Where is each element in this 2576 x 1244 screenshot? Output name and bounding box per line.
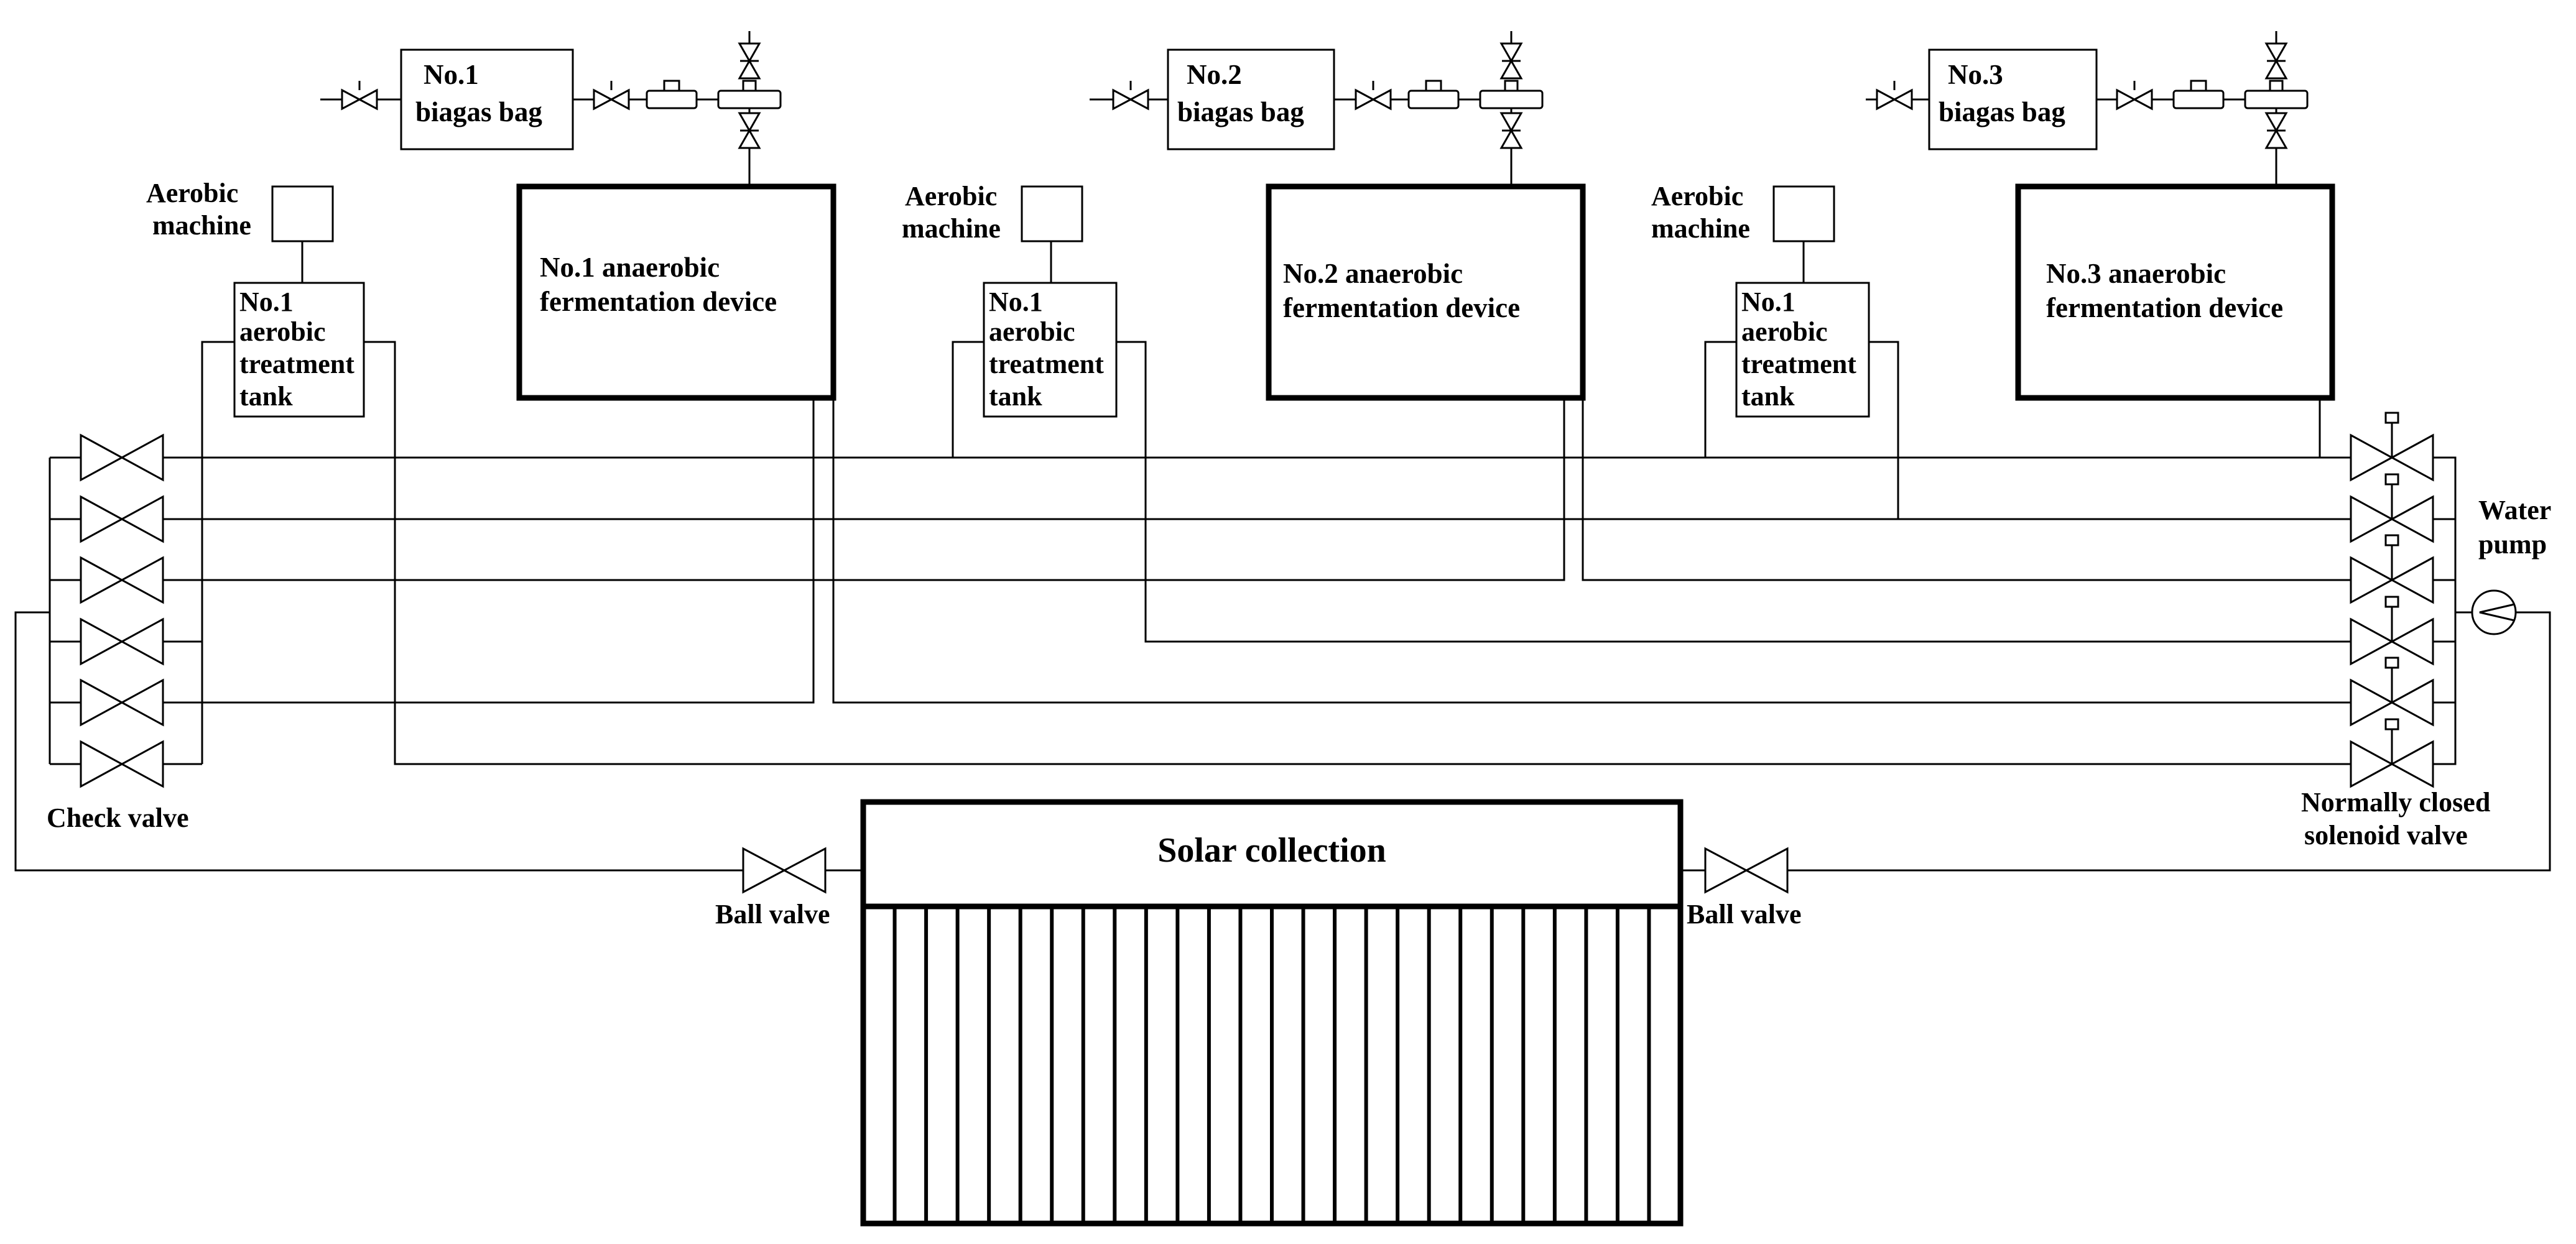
tee-fitting-icon: [1479, 90, 1544, 109]
aerobic-tank-2: [983, 282, 1118, 418]
check-valve-icon: [80, 617, 164, 666]
unit-1-gas-line: No.1 biagas bag: [320, 31, 782, 187]
vent-valve-icon: [1499, 112, 1523, 149]
water-pump: [1680, 589, 2551, 894]
ball-valve-left-label: Ball valve: [715, 899, 830, 929]
anaerobic-device-1: No.1 anaerobic fermentation device: [516, 183, 836, 401]
ball-valve-right-icon: [1704, 847, 1789, 894]
vent-valve-icon: [2264, 31, 2288, 80]
check-valve-manifold: [49, 433, 203, 788]
anaerobic-device-2: No.2 anaerobic fermentation device: [1266, 183, 1586, 401]
check-valve-icon: [80, 556, 164, 604]
aerobic-tank-1-l2: aerobic: [239, 316, 326, 347]
vent-valve-icon: [2264, 112, 2288, 149]
solenoid-valve-manifold: [2320, 412, 2472, 788]
solenoid-valve-icon: [2350, 412, 2434, 482]
solar-collector: Solar collection: [860, 799, 1684, 1227]
vent-valve-icon: [738, 31, 761, 80]
gas-valve-icon: [1355, 81, 1392, 111]
flowmeter-icon: [2172, 90, 2225, 109]
aerobic-tank-1: [233, 282, 365, 418]
solenoid-valve-icon: [2350, 473, 2434, 543]
biogas-bag-2-title: No.2: [1187, 59, 1242, 90]
aerobic-tank-1-l3: treatment: [239, 349, 354, 379]
aerobic-tank-3-l4: tank: [1741, 381, 1795, 412]
water-pump-icon: [2471, 589, 2517, 635]
biogas-bag-1-title: No.1: [424, 59, 479, 90]
aerobic-tank-3-l2: aerobic: [1741, 316, 1828, 347]
flowmeter-icon: [646, 90, 698, 109]
manifold-pipes: [199, 341, 2351, 765]
check-valve-icon: [80, 495, 164, 543]
biogas-bag-3: [1928, 48, 2098, 150]
gas-valve-icon: [341, 81, 378, 111]
aerobic-machine-2-label-2: machine: [902, 213, 1001, 244]
water-pump-label-2: pump: [2478, 529, 2547, 560]
aerobic-machine-3: [1772, 185, 1835, 242]
biogas-bag-2: [1167, 48, 1335, 150]
solenoid-valve-icon: [2350, 596, 2434, 666]
anaerobic-device-3: No.3 anaerobic fermentation device: [2015, 183, 2335, 401]
biogas-bag-1: [400, 48, 574, 150]
solenoid-valve-label-2: solenoid valve: [2304, 820, 2468, 850]
aerobic-unit-1: Aerobic machine No.1 aerobic treatment t…: [146, 178, 365, 418]
solenoid-valve-icon: [2350, 534, 2434, 604]
aerobic-tank-1-l4: tank: [239, 381, 293, 412]
vent-valve-icon: [1499, 31, 1523, 80]
solar-collection-box: [860, 799, 1684, 910]
aerobic-machine-3-label-1: Aerobic: [1651, 181, 1743, 211]
aerobic-tank-2-l2: aerobic: [989, 316, 1075, 347]
solar-collection-label: Solar collection: [1157, 831, 1386, 870]
aerobic-machine-2: [1021, 185, 1083, 242]
aerobic-tank-3-l1: No.1: [1741, 287, 1795, 317]
check-valve-label: Check valve: [47, 803, 189, 833]
aerobic-tank-1-l1: No.1: [239, 287, 294, 317]
aerobic-machine-3-label-2: machine: [1651, 213, 1750, 244]
aerobic-tank-3-l3: treatment: [1741, 349, 1856, 379]
aerobic-unit-2: Aerobic machine No.1 aerobic treatment t…: [902, 181, 1118, 418]
flowmeter-icon: [1407, 90, 1460, 109]
ball-valve-left-icon: [742, 847, 827, 894]
gas-valve-icon: [1876, 81, 1913, 111]
aerobic-machine-2-label-1: Aerobic: [905, 181, 997, 211]
aerobic-machine-1: [271, 185, 334, 242]
anaerobic-device-2-title: No.2 anaerobic: [1283, 258, 1463, 289]
aerobic-unit-3: Aerobic machine No.1 aerobic treatment t…: [1651, 181, 1870, 418]
biogas-bag-1-label: biagas bag: [415, 96, 542, 127]
tee-fitting-icon: [717, 90, 782, 109]
aerobic-tank-2-l4: tank: [989, 381, 1042, 412]
water-pump-label-1: Water: [2478, 495, 2551, 525]
anaerobic-device-3-label: fermentation device: [2046, 292, 2283, 323]
left-return-loop: [14, 611, 863, 894]
aerobic-machine-1-label-1: Aerobic: [146, 178, 238, 208]
aerobic-machine-1-label-2: machine: [152, 210, 251, 241]
anaerobic-device-2-label: fermentation device: [1283, 292, 1520, 323]
aerobic-tank-2-l1: No.1: [989, 287, 1043, 317]
anaerobic-device-1-label: fermentation device: [540, 286, 777, 317]
gas-valve-icon: [1112, 81, 1149, 111]
solar-tubes: [892, 906, 1651, 1223]
biogas-bag-2-label: biagas bag: [1177, 96, 1304, 127]
gas-valve-icon: [2116, 81, 2153, 111]
vent-valve-icon: [738, 112, 761, 149]
tee-fitting-icon: [2244, 90, 2309, 109]
biogas-bag-3-label: biagas bag: [1939, 96, 2065, 127]
solenoid-valve-label-1: Normally closed: [2301, 787, 2490, 818]
unit-2-gas-line: No.2 biagas bag: [1090, 31, 1544, 187]
unit-3-gas-line: No.3 biagas bag: [1866, 31, 2309, 187]
anaerobic-device-1-title: No.1 anaerobic: [540, 252, 720, 283]
aerobic-tank-3: [1735, 282, 1870, 418]
check-valve-icon: [80, 740, 164, 788]
aerobic-tank-2-l3: treatment: [989, 349, 1104, 379]
solenoid-valve-icon: [2350, 657, 2434, 727]
biogas-bag-3-title: No.3: [1948, 59, 2003, 90]
check-valve-icon: [80, 433, 164, 482]
check-valve-icon: [80, 678, 164, 727]
solenoid-valve-icon: [2350, 718, 2434, 788]
gas-valve-icon: [593, 81, 630, 111]
ball-valve-right-label: Ball valve: [1687, 899, 1802, 929]
anaerobic-device-3-title: No.3 anaerobic: [2046, 258, 2226, 289]
